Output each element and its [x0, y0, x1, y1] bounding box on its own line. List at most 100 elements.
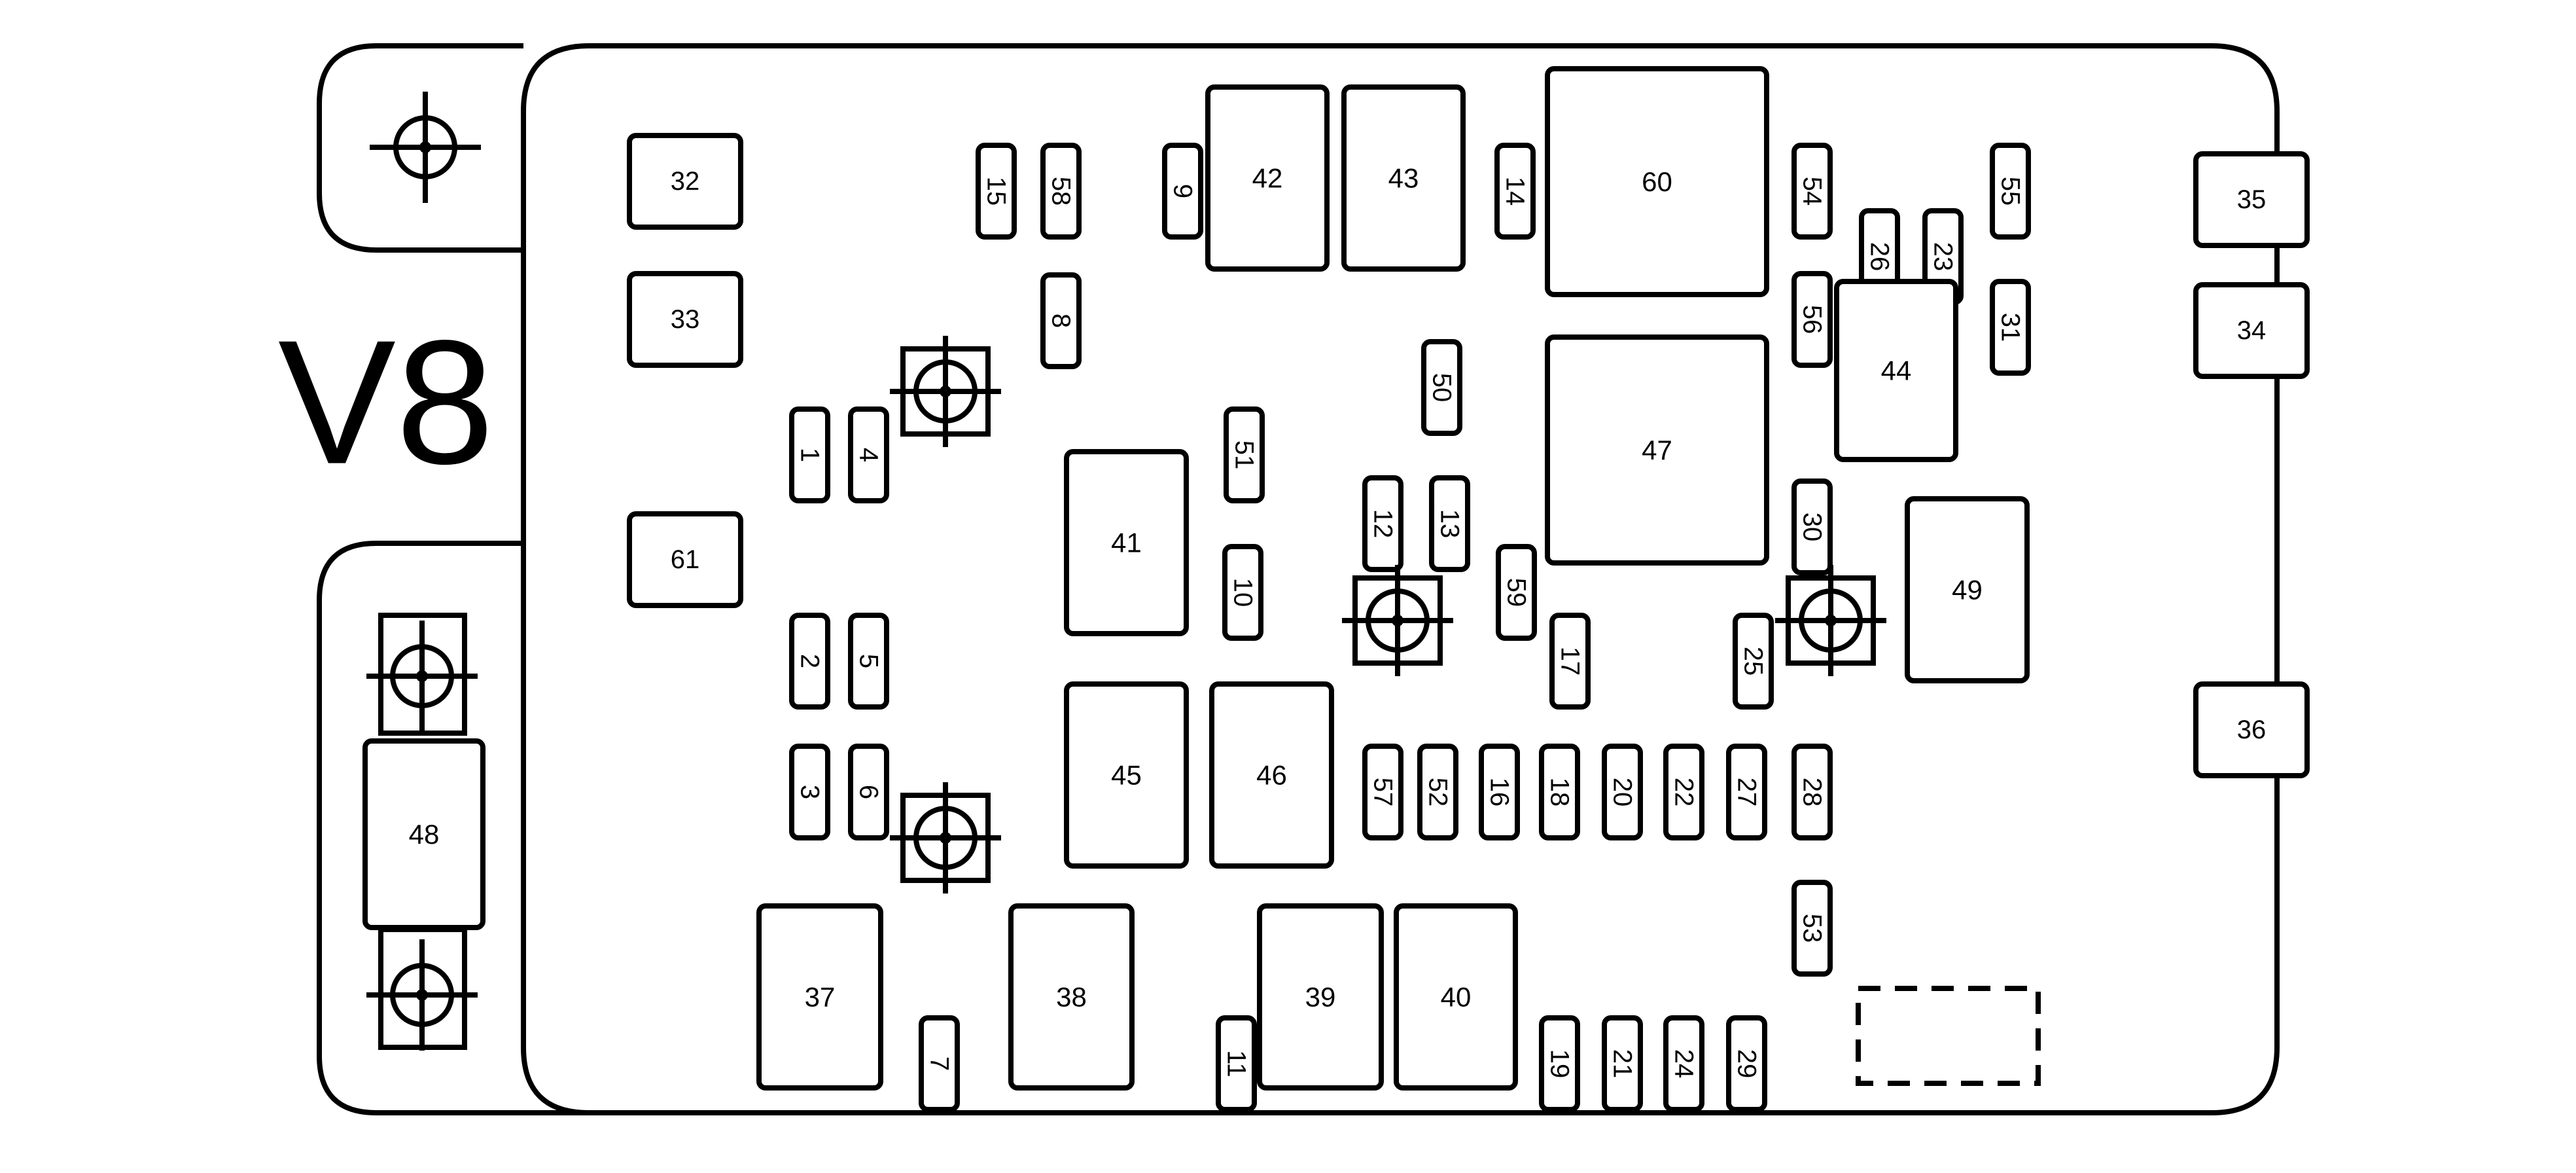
fuse-18: 18	[1539, 744, 1580, 840]
crosshair-mount-icon	[366, 621, 478, 732]
fuse-29: 29	[1726, 1015, 1767, 1112]
relay-outline	[1257, 903, 1384, 1091]
relay-outline	[1394, 903, 1518, 1091]
relay-42: 42	[1205, 84, 1330, 272]
relay-outline	[1545, 66, 1769, 297]
fuse-label: 30	[1798, 513, 1827, 542]
relay-outline	[1209, 681, 1334, 869]
relay-36: 36	[2193, 681, 2310, 778]
fuse-label: 10	[1229, 578, 1258, 607]
fuse-label: 53	[1798, 914, 1827, 943]
fuse-outline	[1791, 478, 1833, 575]
fuse-label: 1	[796, 448, 824, 462]
relay-outline	[1545, 334, 1769, 566]
fuse-outline	[1539, 1015, 1580, 1112]
fuse-outline	[1362, 475, 1403, 572]
relay-46: 46	[1209, 681, 1334, 869]
relay-outline	[2193, 282, 2310, 379]
fuse-outline	[1216, 1015, 1257, 1112]
fuse-16: 16	[1479, 744, 1520, 840]
fuse-30: 30	[1791, 478, 1833, 575]
fuse-outline	[789, 406, 830, 503]
fuse-11: 11	[1216, 1015, 1257, 1112]
fuse-15: 15	[976, 143, 1017, 240]
relay-label: 32	[671, 167, 700, 196]
fuse-label: 19	[1545, 1049, 1574, 1079]
fuse-3: 3	[789, 744, 830, 840]
relay-37: 37	[756, 903, 883, 1091]
fuse-label: 31	[1996, 313, 2025, 342]
fuse-9: 9	[1162, 143, 1203, 240]
relay-35: 35	[2193, 151, 2310, 248]
crosshair-mount-icon	[1342, 565, 1453, 676]
relay-outline	[756, 903, 883, 1091]
fuse-5: 5	[848, 613, 889, 710]
crosshair-mount-icon	[370, 92, 481, 203]
fuse-outline	[1222, 544, 1263, 641]
relay-47: 47	[1545, 334, 1769, 566]
fuse-label: 27	[1733, 778, 1761, 807]
fuse-outline	[1224, 406, 1265, 503]
fuse-outline	[1496, 544, 1537, 641]
mounting-marks-layer	[366, 92, 1886, 1051]
relay-outline	[1064, 681, 1189, 869]
fuse-outline	[1362, 744, 1403, 840]
fuse-label: 13	[1436, 509, 1464, 539]
fuse-12: 12	[1362, 475, 1403, 572]
fuse-label: 3	[796, 785, 824, 799]
fuse-outline	[1539, 744, 1580, 840]
fuse-31: 31	[1990, 279, 2031, 376]
fuse-outline	[1602, 1015, 1643, 1112]
fuse-58: 58	[1040, 143, 1082, 240]
relay-34: 34	[2193, 282, 2310, 379]
relay-label: 43	[1388, 163, 1419, 194]
relay-43: 43	[1341, 84, 1466, 272]
fuse-outline	[1990, 279, 2031, 376]
fuse-label: 26	[1865, 242, 1894, 272]
relay-44: 44	[1834, 279, 1958, 462]
fuse-outline	[848, 406, 889, 503]
fuse-outline	[848, 613, 889, 710]
relay-label: 39	[1305, 982, 1336, 1013]
upper-mounting-tab	[317, 43, 523, 253]
fuse-label: 11	[1222, 1050, 1251, 1077]
relay-39: 39	[1257, 903, 1384, 1091]
fuse-6: 6	[848, 744, 889, 840]
relay-label: 42	[1252, 163, 1283, 194]
fuse-59: 59	[1496, 544, 1537, 641]
fuse-label: 21	[1608, 1049, 1637, 1079]
fuse-outline	[1791, 271, 1833, 368]
fuse-28: 28	[1791, 744, 1833, 840]
fuse-label: 7	[925, 1056, 954, 1071]
fuse-label: 55	[1996, 177, 2025, 206]
fuse-outline	[848, 744, 889, 840]
fuse-outline	[1162, 143, 1203, 240]
fuse-label: 58	[1047, 177, 1076, 206]
fuse-outline	[1733, 613, 1774, 710]
engine-label: V8	[278, 304, 494, 501]
fuse-label: 15	[982, 177, 1011, 206]
relay-outline	[1008, 903, 1135, 1091]
fuse-outline	[919, 1015, 960, 1112]
crosshair-mount-icon	[366, 939, 478, 1051]
fuse-25: 25	[1733, 613, 1774, 710]
fuse-label: 6	[855, 785, 883, 799]
fuse-label: 16	[1485, 778, 1514, 807]
crosshair-mount-icon	[890, 782, 1001, 893]
fuse-13: 13	[1429, 475, 1470, 572]
fuse-outline	[1040, 272, 1082, 369]
fuse-label: 25	[1739, 647, 1768, 676]
fuse-outline	[1421, 339, 1462, 436]
fuse-17: 17	[1549, 613, 1591, 710]
relay-label: 37	[805, 982, 836, 1013]
relay-label: 36	[2237, 715, 2267, 744]
fuse-label: 57	[1369, 778, 1398, 807]
fuse-label: 5	[855, 654, 883, 668]
fuse-outline	[1549, 613, 1591, 710]
fuse-outline	[1791, 143, 1833, 240]
fuse-label: 54	[1798, 177, 1827, 206]
relay-61: 61	[627, 511, 743, 608]
spare-slot-outline	[1856, 986, 2041, 1086]
relay-outline	[2193, 681, 2310, 778]
